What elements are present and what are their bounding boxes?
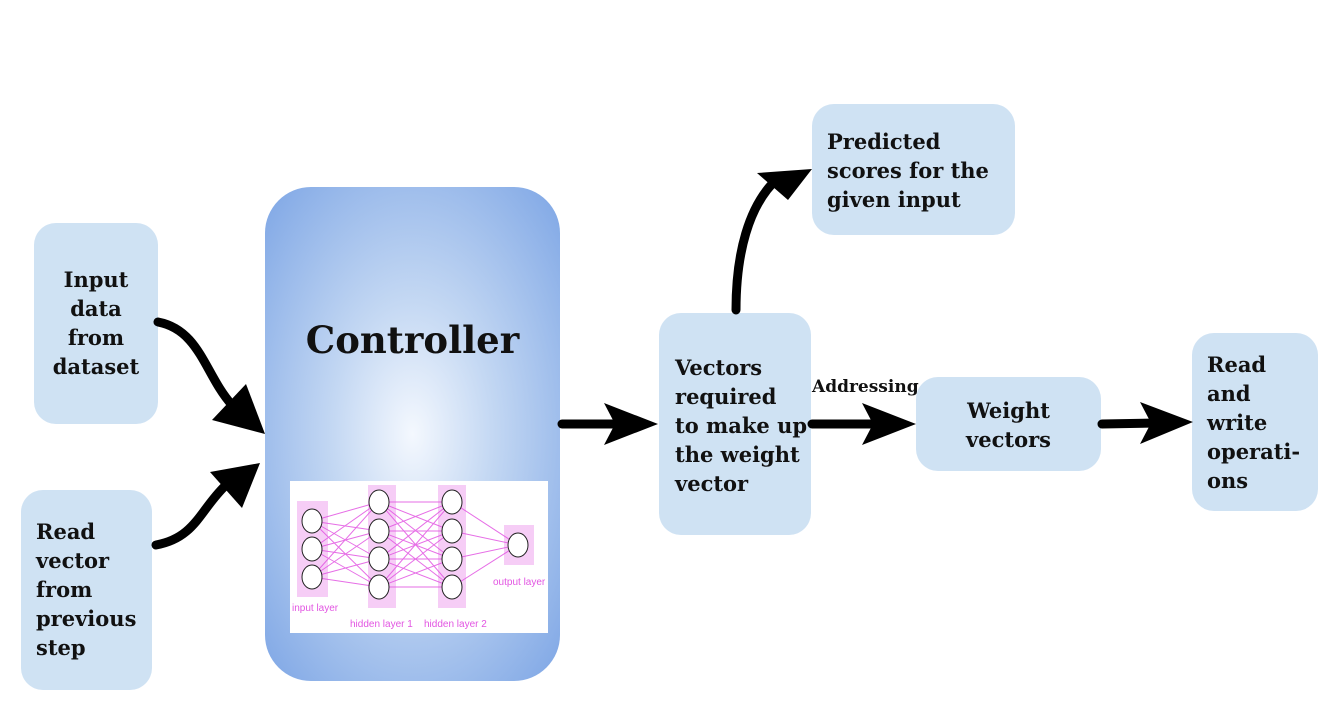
connection-line [311, 501, 380, 550]
hidden2-neuron [441, 489, 463, 515]
connection-line [311, 576, 380, 588]
hidden1-neuron [368, 546, 390, 572]
connection-line [311, 501, 380, 578]
connection-lines [311, 501, 519, 588]
input-data-label: Input data from dataset [52, 267, 140, 379]
hidden2-neuron [441, 574, 463, 600]
arrowhead-predicted [757, 169, 812, 200]
connection-line [378, 558, 453, 588]
arrowhead-readwrite [1140, 402, 1193, 444]
hidden1-neuron [368, 489, 390, 515]
connection-line [378, 501, 453, 532]
connection-line [378, 530, 453, 588]
arrowhead-read-vector [210, 463, 260, 508]
neural-network-image: input layer hidden layer 1 hidden layer … [290, 481, 548, 633]
input-neuron [301, 564, 323, 590]
arrow-weight-to-readwrite [1097, 418, 1163, 429]
input-neuron [301, 508, 323, 534]
connection-line [378, 501, 453, 560]
arrow-vectors-to-predicted [731, 173, 783, 315]
hidden1-neuron [368, 574, 390, 600]
hidden-layer-1-label: hidden layer 1 [350, 619, 413, 630]
read-write-node: Read and write operati- ons [1192, 333, 1318, 511]
read-vector-label: Read vector from previous step [36, 519, 137, 660]
vectors-required-label: Vectors required to make up the weight v… [675, 355, 808, 496]
weight-vectors-label: Weight vectors [966, 398, 1051, 452]
vectors-required-node: Vectors required to make up the weight v… [659, 313, 811, 535]
predicted-scores-node: Predicted scores for the given input [812, 104, 1015, 235]
arrow-read-vector-to-controller [151, 481, 230, 550]
arrow-input-to-controller [153, 317, 237, 410]
connection-line [451, 530, 519, 546]
addressing-edge-label: Addressing [812, 377, 919, 397]
connection-line [311, 530, 380, 578]
input-layer-label: input layer [292, 603, 339, 614]
arrowhead-controller [604, 403, 658, 445]
neurons [301, 489, 529, 600]
connection-line [451, 544, 519, 560]
connection-line [451, 544, 519, 588]
weight-vectors-node: Weight vectors [916, 377, 1101, 471]
output-neuron [507, 532, 529, 558]
connection-line [311, 558, 380, 578]
predicted-scores-label: Predicted scores for the given input [827, 129, 989, 212]
arrowhead-input [212, 384, 265, 434]
arrowhead-weight [862, 403, 916, 445]
neural-network-graphic: input layer hidden layer 1 hidden layer … [292, 485, 546, 630]
connection-line [451, 501, 519, 546]
controller-title: Controller [305, 318, 520, 362]
connection-line [378, 501, 453, 588]
hidden2-neuron [441, 546, 463, 572]
output-layer-label: output layer [493, 577, 546, 588]
connection-line [311, 501, 380, 522]
hidden-layer-2-label: hidden layer 2 [424, 619, 487, 630]
input-data-node: Input data from dataset [34, 223, 158, 424]
hidden1-neuron [368, 518, 390, 544]
hidden2-neuron [441, 518, 463, 544]
input-neuron [301, 536, 323, 562]
read-write-label: Read and write operati- ons [1207, 352, 1301, 493]
read-vector-node: Read vector from previous step [21, 490, 152, 690]
